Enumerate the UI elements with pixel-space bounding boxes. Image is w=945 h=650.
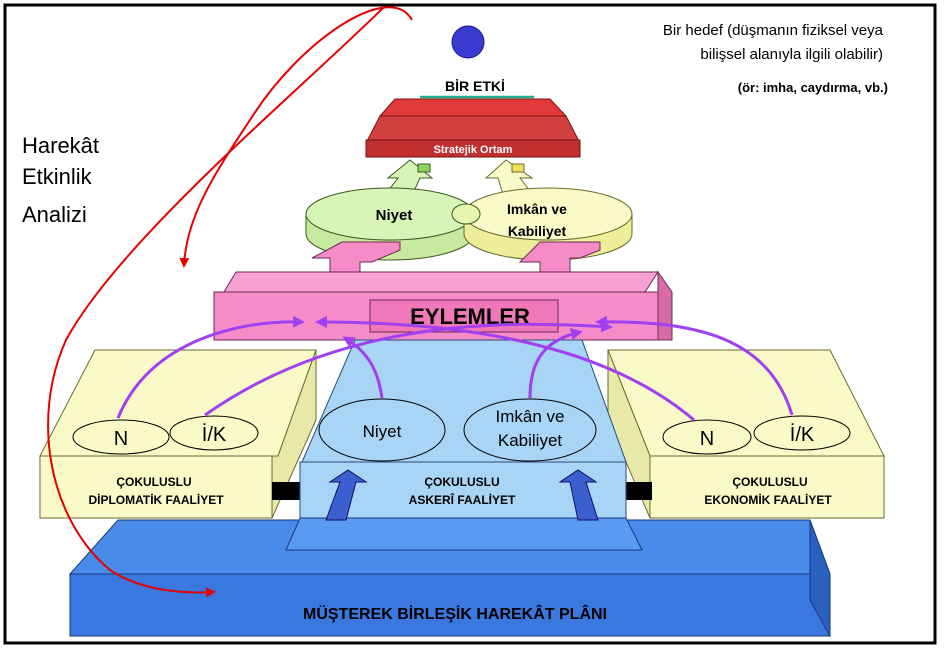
base-center-plate bbox=[285, 517, 643, 551]
analysis-label-line1: Harekât bbox=[22, 133, 99, 158]
analysis-label-line3: Analizi bbox=[22, 202, 87, 227]
target-text-line2: bilişsel alanıyla ilgili olabilir) bbox=[700, 46, 883, 63]
economic-box-side bbox=[607, 349, 651, 519]
right-connector bbox=[622, 482, 652, 500]
purple-arrow-diplomatic-n bbox=[116, 315, 305, 419]
red-analysis-arrow-upper bbox=[179, 6, 413, 268]
analysis-label-line2: Etkinlik bbox=[22, 164, 93, 189]
capability-arrow-cap bbox=[511, 163, 525, 173]
effect-label: BİR ETKİ bbox=[445, 78, 505, 94]
diplomatic-intent-label: N bbox=[114, 428, 128, 450]
military-intent-label: Niyet bbox=[363, 422, 402, 441]
purple-arrow-military-intent bbox=[342, 336, 384, 399]
upper-intent-label: Niyet bbox=[376, 207, 413, 224]
left-connector bbox=[272, 482, 302, 500]
base-plan-label: MÜŞTEREK BİRLEŞİK HAREKÂT PLÂNI bbox=[303, 604, 607, 623]
red-analysis-arrow-lower bbox=[47, 7, 384, 598]
diplomatic-box-front bbox=[39, 455, 273, 519]
purple-arrow-diplomatic-ik bbox=[204, 320, 613, 417]
economic-box-front bbox=[649, 455, 885, 519]
military-capability-label-line2: Kabiliyet bbox=[498, 431, 563, 450]
diplomatic-title-line2: DİPLOMATİK FAALİYET bbox=[88, 492, 224, 507]
upper-capability-label-line1: Imkân ve bbox=[507, 201, 567, 217]
military-intent-ellipse bbox=[318, 398, 446, 462]
diplomatic-title-line1: ÇOKULUSLU bbox=[116, 475, 191, 489]
economic-capability-ellipse bbox=[753, 415, 851, 451]
base-plan-front bbox=[69, 573, 831, 637]
target-text-line1: Bir hedef (düşmanın fiziksel veya bbox=[663, 22, 884, 39]
actions-box-top bbox=[223, 271, 659, 293]
economic-intent-ellipse bbox=[662, 419, 752, 455]
intent-arrow-cap bbox=[417, 163, 431, 173]
diplomatic-capability-ellipse bbox=[169, 415, 259, 451]
upper-capability-label-line2: Kabiliyet bbox=[508, 223, 567, 239]
diplomatic-intent-ellipse bbox=[72, 419, 170, 455]
diplomatic-capability-label: İ/K bbox=[202, 423, 227, 446]
purple-arrow-military-capability bbox=[528, 328, 583, 399]
economic-title-line2: EKONOMİK FAALİYET bbox=[704, 492, 832, 507]
strategic-environment-band bbox=[365, 139, 581, 158]
right-blue-arrow bbox=[558, 469, 599, 521]
ellipse-overlap bbox=[451, 203, 481, 225]
target-text-line3: (ör: imha, caydırma, vb.) bbox=[738, 80, 888, 95]
target-circle bbox=[451, 25, 485, 59]
strategic-environment-label: Stratejik Ortam bbox=[434, 144, 513, 156]
diplomatic-box-side bbox=[271, 349, 317, 519]
purple-arrow-economic-n bbox=[315, 316, 695, 422]
base-plan-side bbox=[809, 519, 831, 638]
economic-title-line1: ÇOKULUSLU bbox=[732, 475, 807, 489]
military-capability-label-line1: Imkân ve bbox=[496, 407, 565, 426]
military-title-line2: ASKERÎ FAALİYET bbox=[409, 492, 516, 507]
economic-intent-label: N bbox=[700, 428, 714, 450]
military-title-line1: ÇOKULUSLU bbox=[424, 475, 499, 489]
military-capability-ellipse bbox=[463, 398, 597, 462]
left-blue-arrow bbox=[325, 469, 368, 521]
economic-capability-label: İ/K bbox=[790, 423, 815, 446]
purple-arrow-economic-ik bbox=[595, 315, 794, 416]
